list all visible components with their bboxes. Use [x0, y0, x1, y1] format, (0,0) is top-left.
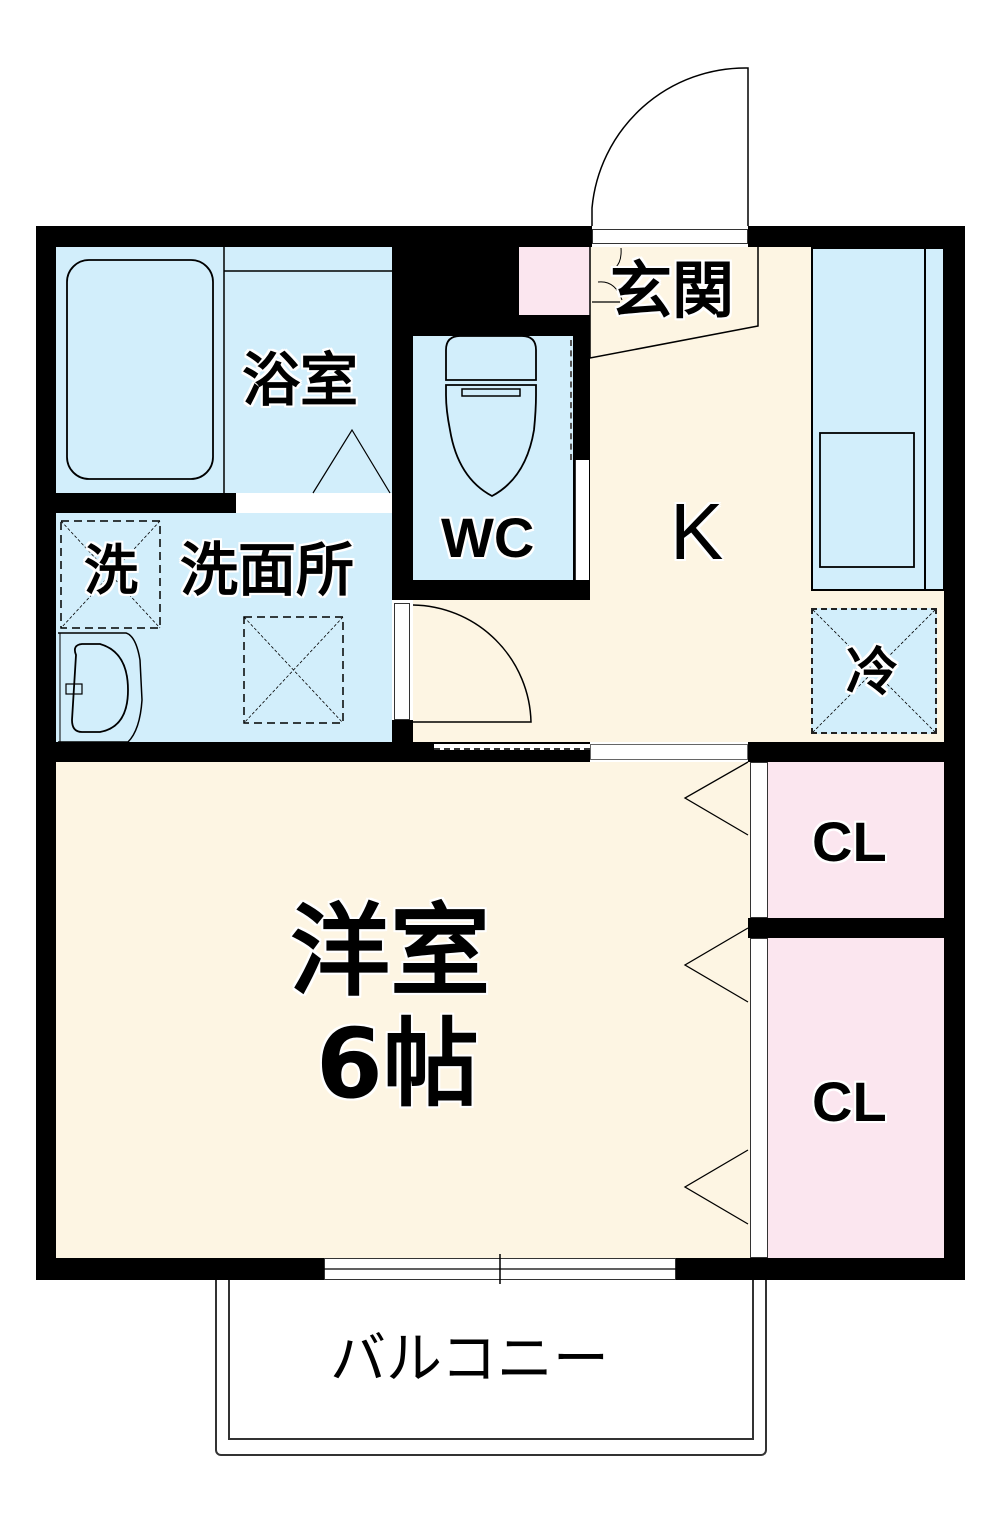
wall-bottom-left: [36, 1258, 324, 1280]
bathroom-label: 浴室: [242, 346, 359, 414]
closet-door-strip-lower: [750, 938, 768, 1258]
closet-lower-floor: [768, 938, 944, 1258]
toilet-floor: [413, 336, 573, 580]
wc-opening: [575, 460, 589, 580]
balcony-inner: [228, 1268, 754, 1440]
hall-dashed-rail: [434, 744, 590, 750]
wall-bath-right: [392, 226, 413, 600]
wall-top-right: [748, 226, 965, 247]
sliding-door-kitchen: [590, 744, 748, 760]
wall-core-2: [519, 315, 590, 336]
entrance-door-opening: [592, 229, 748, 244]
balcony-label: バルコニー: [330, 1327, 609, 1392]
western-room-size: 6帖: [316, 1008, 479, 1120]
closet-lower-label: CL: [812, 1070, 887, 1133]
wall-bottom-right: [676, 1258, 965, 1280]
wc-sliding-rail: [570, 340, 574, 460]
closet-upper-label: CL: [812, 810, 887, 873]
wall-mid-right: [748, 742, 965, 762]
kitchen-label: K: [670, 487, 724, 576]
bath-door-opening: [236, 494, 392, 511]
wall-wc-bottom: [392, 580, 590, 600]
closet-upper-floor: [768, 762, 944, 918]
toilet-label: WC: [441, 506, 535, 569]
wash-door-opening: [394, 603, 410, 720]
fridge-label: 冷: [846, 643, 899, 703]
wall-closet-divider: [748, 918, 965, 938]
wall-bath-wash: [36, 493, 236, 513]
entrance-label: 玄関: [610, 254, 735, 327]
washer-label: 洗: [84, 539, 138, 602]
wall-hall-left: [392, 720, 413, 762]
hall-floor: [413, 600, 593, 742]
washroom-label: 洗面所: [180, 536, 355, 604]
shoe-cabinet: [519, 247, 590, 315]
wall-core: [392, 226, 519, 336]
kitchen-counter: [811, 247, 945, 591]
closet-door-strip-upper: [750, 762, 768, 918]
western-room-label: 洋室: [290, 893, 490, 1010]
western-room-floor: [56, 762, 750, 1258]
